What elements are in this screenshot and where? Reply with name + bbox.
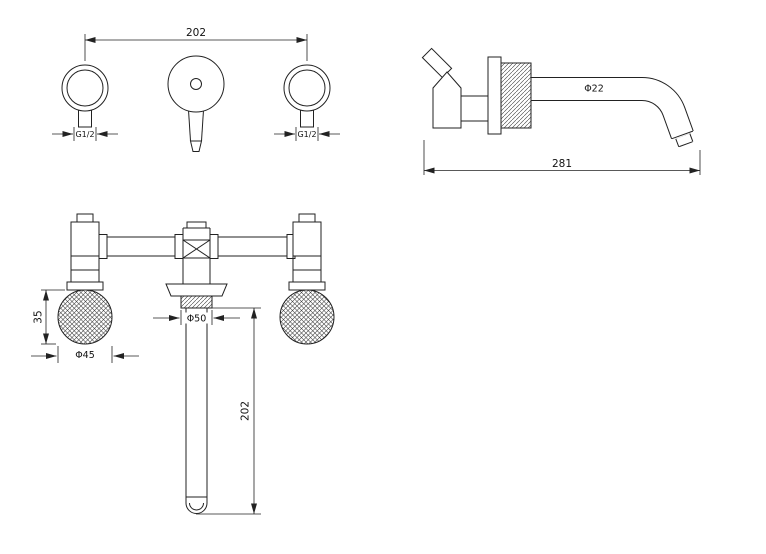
side-view: Φ22 281 [421, 47, 701, 175]
handle-diameter-label: Φ45 [75, 350, 95, 361]
thread-dim-left: G1/2 [52, 127, 118, 141]
plan-view: 35 Φ45 Φ50 202 [31, 213, 335, 515]
escutcheon-diameter-label: Φ50 [187, 314, 207, 325]
connector-shaft [461, 95, 488, 122]
front-width-dim-label: 202 [186, 27, 206, 39]
front-width-dimension: 202 [84, 27, 308, 61]
thread-right-label: G1/2 [297, 130, 316, 139]
valve-body-side [432, 71, 462, 129]
knurled-nut-side [500, 62, 532, 129]
handle-left [61, 64, 109, 128]
side-length-dim-label: 281 [552, 158, 572, 170]
aerator-tip-front [189, 140, 203, 152]
escutcheon-diameter-dimension: Φ50 [153, 310, 240, 325]
cap-height-dimension: 35 [33, 289, 65, 345]
thread-dim-right: G1/2 [274, 127, 340, 141]
spout-length-dimension: 202 [196, 307, 261, 515]
spout-diameter-label: Φ22 [584, 84, 604, 95]
knurled-cap-right [279, 289, 335, 345]
knurled-cap-left [57, 289, 113, 345]
spout-body-plan [165, 221, 228, 514]
knurled-spout-nut [180, 295, 213, 309]
handle-lever-side [421, 47, 453, 79]
handle-diameter-dimension: Φ45 [31, 346, 139, 363]
side-length-dimension: 281 [423, 140, 701, 175]
spout-front [167, 55, 225, 152]
spout-side [531, 77, 694, 148]
thread-left-label: G1/2 [75, 130, 94, 139]
mounting-bar [98, 234, 296, 259]
valve-column-right [279, 213, 335, 345]
valve-cross-symbol [182, 239, 211, 259]
front-view: 202 G1/2 [52, 27, 340, 152]
valve-column-left [57, 213, 113, 345]
spout-tube-plan [185, 308, 208, 514]
handle-right [283, 64, 331, 128]
spout-length-dim-label: 202 [240, 401, 252, 421]
cap-height-dim-label: 35 [33, 310, 45, 323]
wall-flange-side [487, 56, 502, 135]
spout-diameter-dim: Φ22 [577, 82, 611, 95]
escutcheon-plate [165, 283, 228, 297]
